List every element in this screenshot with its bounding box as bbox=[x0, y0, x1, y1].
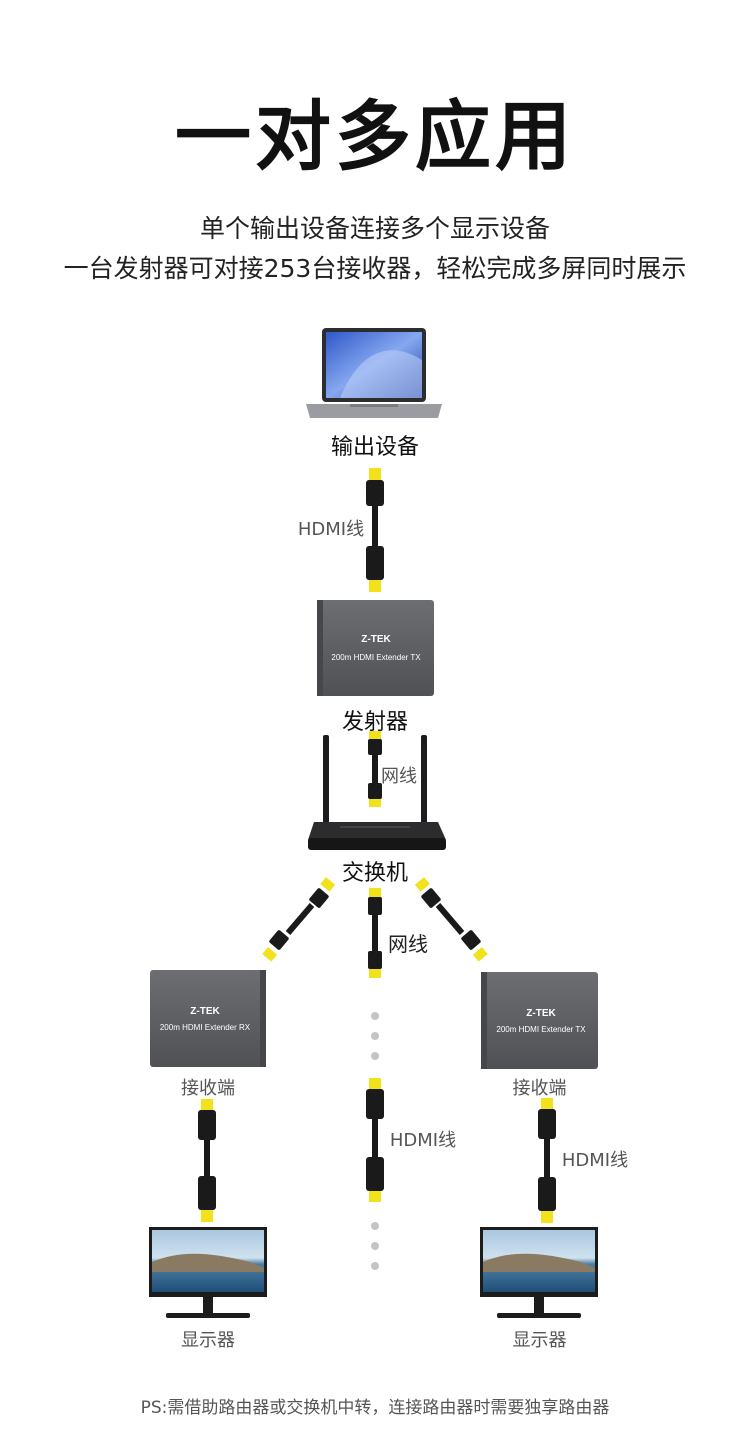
receiver-right-label: 接收端 bbox=[512, 1078, 567, 1099]
display-left-label: 显示器 bbox=[181, 1330, 235, 1351]
hdmi-cable-top-icon bbox=[366, 468, 384, 592]
rx-right-brand: Z-TEK bbox=[526, 1008, 556, 1019]
network-cable-center-label: 网线 bbox=[388, 932, 428, 956]
receiver-left-label: 接收端 bbox=[181, 1078, 235, 1099]
monitor-left-icon bbox=[149, 1227, 267, 1318]
transmitter-device-icon: Z-TEK 200m HDMI Extender TX bbox=[317, 600, 434, 696]
laptop-icon bbox=[306, 328, 442, 418]
rx-left-brand: Z-TEK bbox=[190, 1006, 220, 1017]
hdmi-cable-center-label: HDMI线 bbox=[389, 1130, 457, 1151]
tx-model: 200m HDMI Extender TX bbox=[331, 653, 421, 662]
switch-device-icon bbox=[308, 822, 446, 850]
transmitter-label: 发射器 bbox=[341, 710, 408, 735]
page-title: 一对多应用 bbox=[175, 92, 575, 181]
output-device-label: 输出设备 bbox=[330, 435, 419, 460]
tx-brand: Z-TEK bbox=[361, 634, 391, 645]
subtitle-line-1: 单个输出设备连接多个显示设备 bbox=[199, 214, 550, 243]
subtitle-line-2: 一台发射器可对接253台接收器，轻松完成多屏同时展示 bbox=[63, 254, 687, 283]
hdmi-cable-right-label: HDMI线 bbox=[561, 1150, 629, 1171]
receiver-device-right-icon: Z-TEK 200m HDMI Extender TX bbox=[481, 972, 598, 1069]
footnote: PS:需借助路由器或交换机中转，连接路由器时需要独享路由器 bbox=[140, 1398, 610, 1418]
network-cable-left-icon bbox=[262, 877, 336, 962]
network-cable-center-icon bbox=[368, 888, 382, 978]
ellipsis-dots-upper-icon bbox=[371, 1012, 379, 1060]
monitor-right-icon bbox=[480, 1227, 598, 1318]
rx-left-model: 200m HDMI Extender RX bbox=[160, 1023, 251, 1032]
hdmi-cable-center-icon bbox=[366, 1078, 384, 1202]
switch-label: 交换机 bbox=[341, 861, 408, 886]
receiver-device-left-icon: Z-TEK 200m HDMI Extender RX bbox=[150, 970, 266, 1067]
hdmi-cable-top-label: HDMI线 bbox=[297, 519, 365, 540]
hdmi-cable-left-icon bbox=[198, 1099, 216, 1222]
display-right-label: 显示器 bbox=[512, 1330, 567, 1351]
network-cable-top-label: 网线 bbox=[381, 766, 417, 787]
router-antenna-icon bbox=[323, 735, 427, 827]
network-cable-top-icon bbox=[368, 731, 382, 807]
rx-right-model: 200m HDMI Extender TX bbox=[496, 1025, 586, 1034]
network-cable-right-icon bbox=[414, 877, 488, 962]
hdmi-cable-right-icon bbox=[538, 1098, 556, 1223]
ellipsis-dots-lower-icon bbox=[371, 1222, 379, 1270]
